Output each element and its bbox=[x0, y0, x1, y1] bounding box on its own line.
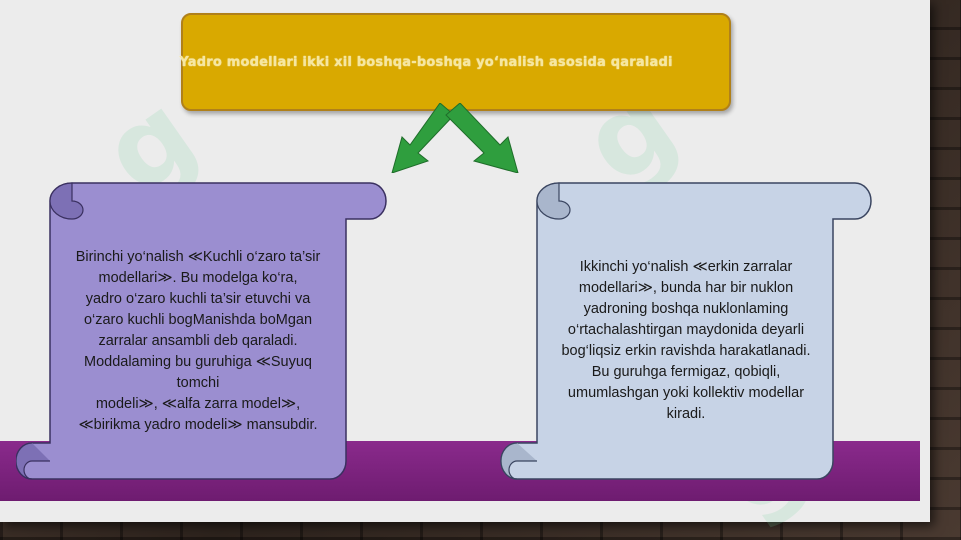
right-card-line: kiradi. bbox=[666, 406, 706, 422]
left-card-line: yadro o‘zaro kuchli ta’sir etuvchi va bbox=[85, 291, 311, 307]
split-arrows bbox=[391, 103, 519, 173]
left-card-line: modeli≫, ≪alfa zarra model≫, bbox=[95, 396, 301, 412]
left-card-line: o‘zaro kuchli bogManishda boMgan bbox=[83, 312, 313, 328]
right-card-line: o‘rtachalashtirgan maydonida deyarli bbox=[567, 322, 805, 338]
right-card-line: modellari≫, bunda har bir nuklon bbox=[578, 280, 794, 296]
left-card-line: tomchi bbox=[176, 375, 220, 391]
left-card-line: Birinchi yo‘nalish ≪Kuchli o‘zaro ta’sir bbox=[75, 249, 321, 265]
right-card-line: Bu guruhga fermigaz, qobiqli, bbox=[591, 364, 781, 380]
diagram-title: Yadro modellari ikki xil boshqa-boshqa y… bbox=[179, 54, 673, 70]
right-scroll-shape bbox=[500, 182, 872, 480]
right-card-text: Ikkinchi yo‘nalish ≪erkin zarralar model… bbox=[540, 257, 832, 425]
left-card-line: ≪birikma yadro modeli≫ mansubdir. bbox=[78, 417, 318, 433]
left-card-line: modellari≫. Bu modelga ko‘ra, bbox=[98, 270, 298, 286]
arrow-left bbox=[391, 103, 455, 173]
left-card-line: Moddalaming bu guruhiga ≪Suyuq bbox=[84, 354, 312, 370]
right-card-line: bog‘liqsiz erkin ravishda harakatlanadi. bbox=[561, 343, 811, 359]
right-card-line: Ikkinchi yo‘nalish ≪erkin zarralar bbox=[579, 259, 793, 275]
left-card-line: zarralar ansambli deb qaraladi. bbox=[98, 333, 298, 349]
left-card-text: Birinchi yo‘nalish ≪Kuchli o‘zaro ta’sir… bbox=[52, 247, 344, 436]
right-card-line: yadroning boshqa nuklonlaming bbox=[583, 301, 789, 317]
slide: g g g Yadro modellari ikki xil boshqa-bo… bbox=[0, 0, 930, 539]
arrow-right bbox=[445, 103, 519, 173]
left-scroll-shape bbox=[16, 182, 387, 480]
right-card-line: umumlashgan yoki kollektiv modellar bbox=[567, 385, 805, 401]
title-box: Yadro modellari ikki xil boshqa-boshqa y… bbox=[179, 13, 731, 111]
